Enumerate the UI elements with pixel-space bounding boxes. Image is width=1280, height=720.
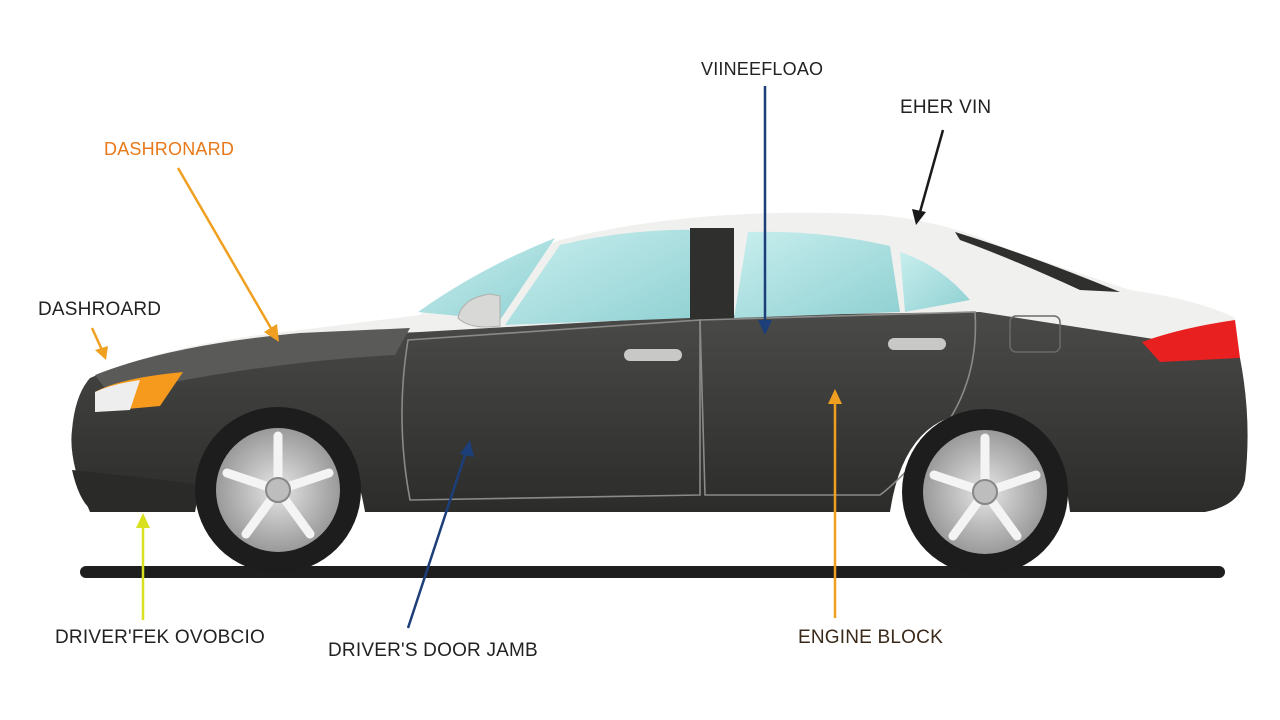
rear-door-handle — [888, 338, 946, 350]
rear-side-window — [734, 231, 900, 318]
label-driver-left: DRIVER'FEK OVOBCIO — [55, 627, 265, 648]
front-side-window — [505, 229, 705, 325]
fuel-door — [1009, 315, 1061, 353]
rocker-panel — [72, 470, 200, 512]
label-dashboard-orange: DASHRONARD — [104, 139, 235, 159]
ground-shadow — [80, 566, 1225, 578]
other-vin-arrowhead — [912, 209, 926, 225]
dashboard-black-arrowhead — [95, 346, 108, 360]
side-mirror — [457, 293, 501, 328]
rear-wheel — [902, 409, 1068, 575]
quarter-window — [900, 252, 970, 312]
front-door-handle — [624, 349, 682, 361]
callout-arrows — [90, 86, 945, 629]
other-vin-arrow — [918, 129, 945, 213]
label-door-jamb: DRIVER'S DOOR JAMB — [328, 640, 538, 661]
door-jamb-arrow — [406, 451, 468, 629]
rear-window — [955, 232, 1120, 292]
car-lower-body — [71, 312, 1248, 512]
label-other-vin: EHER VIN — [900, 97, 992, 118]
engine-block-arrowhead — [828, 389, 842, 404]
tail-light — [1142, 320, 1240, 362]
label-dashboard-black: DASHROARD — [38, 299, 162, 320]
windshield — [418, 238, 555, 320]
dashboard-orange-arrow — [176, 167, 274, 331]
front-door-outline — [401, 319, 701, 501]
car-illustration — [71, 212, 1248, 575]
front-wheel — [195, 407, 361, 573]
label-engine-block: ENGINE BLOCK — [798, 627, 943, 648]
b-pillar — [690, 228, 734, 320]
dashboard-black-arrow — [90, 327, 104, 351]
driver-left-arrowhead — [136, 513, 150, 528]
headlight-lens — [95, 380, 140, 412]
door-jamb-arrowhead — [460, 440, 474, 457]
label-windshield-vin: VIINEEFLOAO — [701, 59, 824, 79]
windshield-vin-arrowhead — [758, 320, 772, 335]
dashboard-orange-arrowhead — [264, 324, 279, 342]
